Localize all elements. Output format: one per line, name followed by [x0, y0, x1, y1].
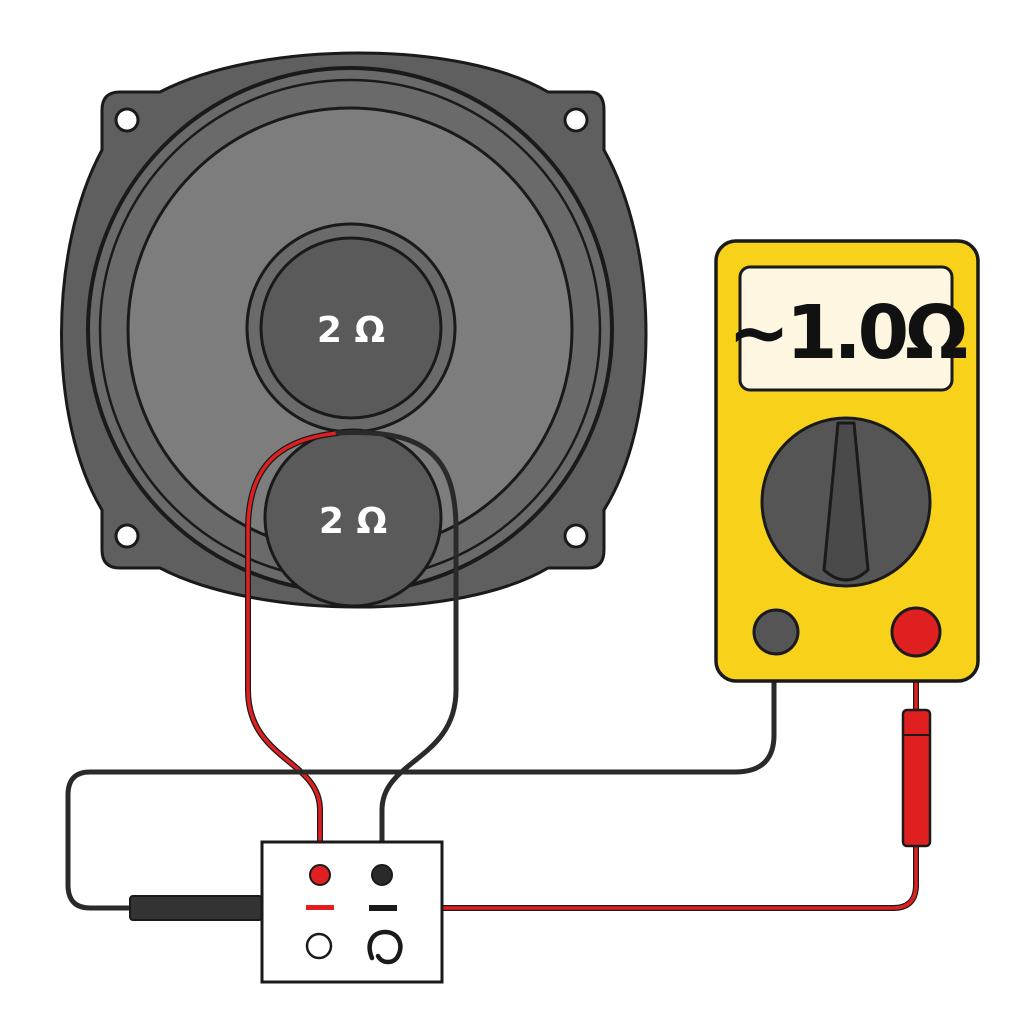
mount-hole-bottom-left: [114, 523, 140, 549]
com-jack[interactable]: [752, 608, 800, 656]
terminal-block-body: [260, 840, 444, 984]
speaker: 2 Ω 2 Ω: [60, 51, 648, 609]
open-terminal-right[interactable]: [367, 929, 403, 965]
red-probe-handle: [901, 708, 932, 848]
red-coil-wire-core: [246, 431, 340, 874]
selector-pointer[interactable]: [822, 421, 870, 582]
ohm-jack[interactable]: [890, 606, 942, 658]
negative-mark: [369, 905, 397, 911]
terminal-negative[interactable]: [371, 864, 393, 886]
coil-top-label: 2 Ω: [317, 310, 385, 351]
terminal-block: [260, 840, 444, 984]
black-probe-tip: [129, 895, 263, 921]
black-coil-wire: [335, 429, 459, 875]
multimeter-screen: [738, 265, 954, 392]
multimeter-reading: ~1.0Ω: [728, 290, 966, 376]
voice-coil-top: [259, 236, 443, 420]
terminal-positive[interactable]: [309, 864, 331, 886]
black-probe-wire: [65, 647, 777, 911]
mount-hole-top-right: [563, 107, 589, 133]
red-probe-wire-core: [440, 643, 918, 910]
red-probe-wire: [439, 642, 919, 911]
multimeter: ~1.0Ω: [714, 239, 980, 683]
positive-mark: [306, 905, 334, 910]
mount-hole-bottom-right: [563, 523, 589, 549]
mount-hole-top-left: [114, 107, 140, 133]
coil-bottom-label: 2 Ω: [319, 501, 387, 542]
voice-coil-bottom: [263, 428, 443, 608]
open-terminal-left[interactable]: [305, 932, 333, 960]
